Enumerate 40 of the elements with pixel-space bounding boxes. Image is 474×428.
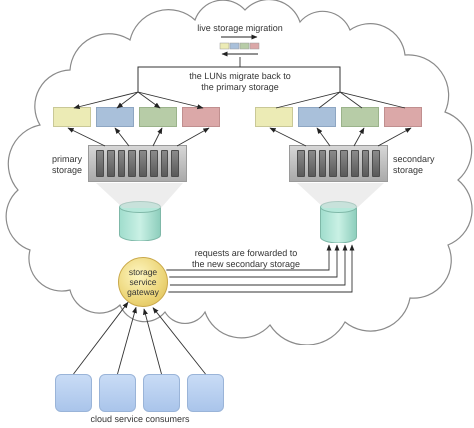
caption: cloud service consumers xyxy=(89,414,191,425)
lun-block xyxy=(341,107,379,127)
arrow xyxy=(114,128,130,146)
lun-block xyxy=(53,107,91,127)
consumer-box xyxy=(99,374,136,412)
arrow xyxy=(378,128,412,146)
lun-block xyxy=(384,107,422,127)
edge-label: requests are forwarded to the new secondary storage xyxy=(190,248,302,270)
lun-block xyxy=(298,107,336,127)
arrow xyxy=(168,244,340,278)
database-cylinder xyxy=(119,201,161,241)
edge-label: the LUNs migrate back to the primary storage xyxy=(188,71,292,93)
arrow xyxy=(269,128,306,146)
consumer-box xyxy=(55,374,92,412)
caption: live storage migration xyxy=(196,23,284,34)
lun-block xyxy=(96,107,134,127)
arrow xyxy=(73,302,128,374)
arrow xyxy=(67,128,106,146)
lun-block xyxy=(255,107,293,127)
node-label: storage service gateway xyxy=(126,267,160,297)
storage-caption: primary storage xyxy=(50,154,82,176)
lun-block xyxy=(182,107,220,127)
lun-block xyxy=(139,107,177,127)
consumer-box xyxy=(187,374,224,412)
arrow xyxy=(143,308,162,374)
arrow xyxy=(316,128,330,146)
arrow xyxy=(117,306,137,374)
projection-funnel xyxy=(297,183,384,208)
arrow xyxy=(138,66,406,110)
arrow xyxy=(152,127,162,146)
arrow xyxy=(166,244,332,270)
storage-caption: secondary storage xyxy=(393,154,436,176)
consumer-box xyxy=(143,374,180,412)
arrow xyxy=(354,127,364,146)
arrow xyxy=(168,244,355,292)
arrow xyxy=(176,128,210,146)
database-cylinder xyxy=(320,201,357,243)
arrow xyxy=(152,307,206,374)
projection-funnel xyxy=(96,183,183,208)
arrow xyxy=(169,244,348,286)
